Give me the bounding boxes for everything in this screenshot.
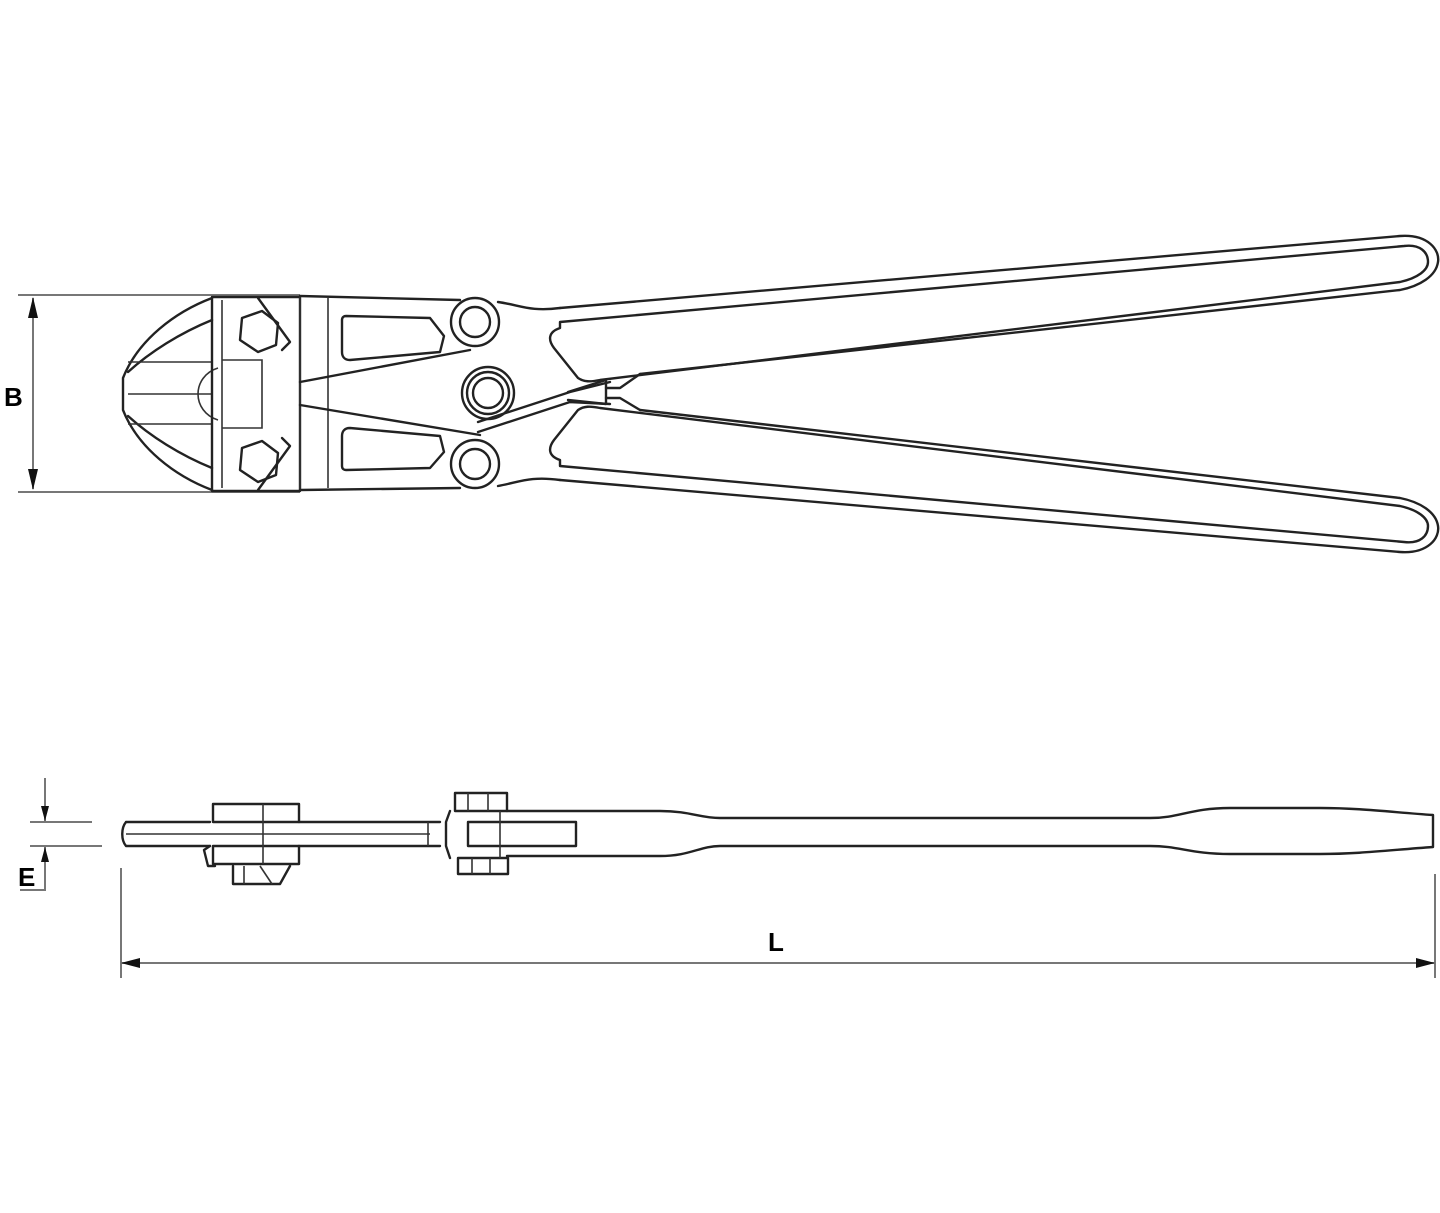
cutter-jaw-head <box>121 295 302 493</box>
dimension-label-e: E <box>18 862 35 892</box>
hex-bolt-icon <box>238 309 280 354</box>
dimension-e: E <box>18 778 102 892</box>
top-view: B <box>4 234 1440 554</box>
side-handle <box>505 806 1435 858</box>
pivot-upper-icon <box>449 296 501 348</box>
cutter-linkage <box>298 294 642 492</box>
hex-bolt-icon <box>238 439 280 484</box>
side-pivot <box>427 791 578 876</box>
dimension-l: L <box>120 868 1436 978</box>
side-view: E <box>18 778 1436 978</box>
upper-handle <box>548 234 1440 383</box>
pivot-lower-icon <box>449 438 501 490</box>
dimension-label-l: L <box>768 927 784 957</box>
side-jaw <box>121 802 442 886</box>
pivot-center-icon <box>460 365 516 421</box>
dimension-label-b: B <box>4 382 23 412</box>
lower-handle <box>548 405 1440 554</box>
